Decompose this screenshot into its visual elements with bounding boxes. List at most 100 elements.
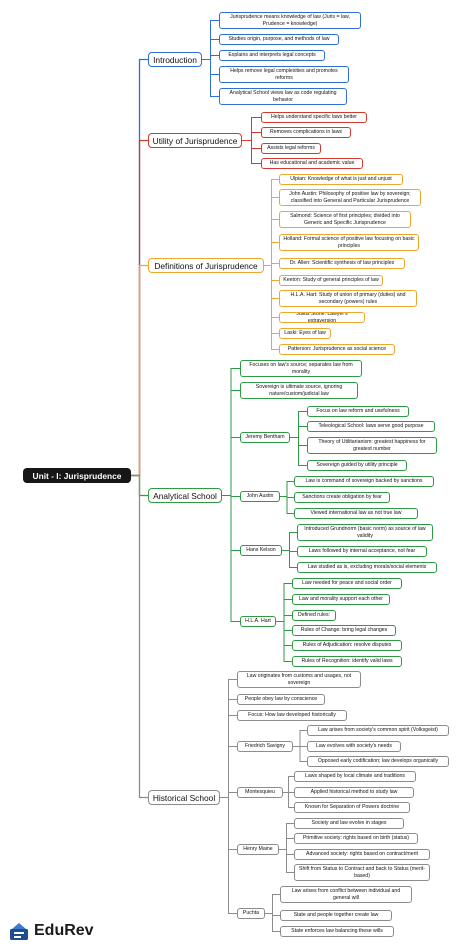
intro-item: Analytical School views law as code regu… — [219, 88, 347, 105]
montesquieu-item: Laws shaped by local climate and traditi… — [294, 771, 416, 782]
connector — [131, 264, 148, 477]
savigny-item: Law arises from society's common spirit … — [307, 725, 449, 736]
connector — [242, 132, 261, 141]
connector — [220, 792, 237, 798]
definition-item: Ulpian: Knowledge of what is just and un… — [279, 174, 403, 185]
bentham-item: Sovereign guided by utility principle — [307, 460, 407, 471]
maine-item: Advanced society: rights based on contra… — [294, 849, 430, 860]
edurev-logo-text: EduRev — [34, 922, 94, 939]
connector — [264, 242, 279, 266]
hart-item: Law and morality support each other — [292, 594, 390, 605]
author-hla-hart: H.L.A. Hart — [240, 616, 276, 627]
edurev-logo-icon — [10, 923, 28, 940]
definition-item: Patterson: Jurisprudence as social scien… — [279, 344, 395, 355]
connector — [202, 55, 219, 60]
connector — [280, 481, 294, 497]
definition-item: Julius Stone: Lawyer's extraversion — [279, 312, 365, 323]
utility-item: Assists legal reforms — [261, 143, 321, 154]
connector — [293, 730, 307, 747]
definition-item: H.L.A. Hart: Study of union of primary (… — [279, 290, 417, 307]
definition-item: Dr. Allen: Scientific synthesis of law p… — [279, 258, 405, 269]
maine-item: Society and law evolve in stages — [294, 818, 404, 829]
connector — [265, 913, 280, 932]
montesquieu-item: Applied historical method to study law — [294, 787, 414, 798]
maine-item: Primitive society: rights based on birth… — [294, 833, 418, 844]
historical-item: Focus: How law developed historically — [237, 710, 347, 721]
connector — [282, 532, 297, 551]
intro-item: Jurisprudence means knowledge of law (Ju… — [219, 12, 361, 29]
author-hans-kelson: Hans Kelson — [240, 545, 282, 556]
montesquieu-item: Known for Separation of Powers doctrine — [294, 802, 410, 813]
definition-item: Salmond: Science of first principles; di… — [279, 211, 411, 228]
connector — [276, 621, 292, 662]
connector — [293, 746, 307, 762]
connector — [276, 615, 292, 622]
kelson-item: Introduced Grundnorm (basic norm) as sou… — [297, 524, 433, 541]
connector — [242, 140, 261, 164]
maine-item: Shift from Status to Contract and back t… — [294, 864, 430, 881]
connector — [220, 746, 237, 798]
intro-item: Explains and interprets legal concepts — [219, 50, 325, 61]
section-utility: Utility of Jurisprudence — [148, 133, 242, 148]
section-introduction: Introduction — [148, 52, 202, 67]
connector — [220, 797, 237, 914]
utility-item: Has educational and academic value — [261, 158, 363, 169]
savigny-item: Law evolves with society's needs — [307, 741, 401, 752]
austin-item: Sanctions create obligation by fear — [294, 492, 390, 503]
definition-item: Keeton: Study of general principles of l… — [279, 275, 383, 286]
connector — [264, 265, 279, 350]
connector — [265, 894, 280, 914]
connector — [280, 496, 294, 514]
connector — [279, 849, 294, 873]
definition-item: John Austin: Philosophy of positive law … — [279, 189, 421, 206]
intro-item: Studies origin, purpose, and methods of … — [219, 34, 339, 45]
puchta-item: State and people together create law — [280, 910, 392, 921]
author-henry-maine: Henry Maine — [237, 844, 279, 855]
bentham-item: Focus on law reform and usefulness — [307, 406, 409, 417]
section-historical: Historical School — [148, 790, 220, 805]
utility-item: Removes complications in laws — [261, 127, 351, 138]
connector — [283, 776, 294, 793]
analytical-item: Focuses on law's source; separates law f… — [240, 360, 362, 377]
author-puchta: Puchta — [237, 908, 265, 919]
kelson-item: Law studied as is, excluding morals/soci… — [297, 562, 437, 573]
hart-item: Rules of Recognition: identify valid law… — [292, 656, 402, 667]
connector — [222, 437, 240, 496]
puchta-item: State enforces law balancing these wills — [280, 926, 394, 937]
connector — [222, 495, 240, 622]
connector — [279, 838, 294, 850]
author-montesquieu: Montesquieu — [237, 787, 283, 798]
austin-item: Viewed international law as not true law — [294, 508, 418, 519]
kelson-item: Laws followed by internal acceptance, no… — [297, 546, 427, 557]
bentham-item: Theory of Utilitarianism: greatest happi… — [307, 437, 437, 454]
intro-item: Helps remove legal complexities and prom… — [219, 66, 349, 83]
analytical-item: Sovereign is ultimate source, ignoring n… — [240, 382, 358, 399]
puchta-item: Law arises from conflict between individ… — [280, 886, 412, 903]
connector — [202, 59, 219, 97]
section-analytical: Analytical School — [148, 488, 222, 503]
author-friedrich-savigny: Friedrich Savigny — [237, 741, 293, 752]
connector — [131, 474, 148, 799]
savigny-item: Opposed early codification; law develops… — [307, 756, 449, 767]
hart-item: Law needed for peace and social order — [292, 578, 402, 589]
root-node: Unit - I: Jurisprudence — [23, 468, 131, 483]
hart-item: Rules of Adjudication: resolve disputes — [292, 640, 402, 651]
bentham-item: Teleological School: laws serve good pur… — [307, 421, 435, 432]
utility-item: Helps understand specific laws better — [261, 112, 367, 123]
austin-item: Law is command of sovereign backed by sa… — [294, 476, 434, 487]
definition-item: Laski: Eyes of law — [279, 328, 331, 339]
edurev-logo: EduRev — [8, 919, 94, 943]
connector — [282, 550, 297, 568]
historical-item: People obey law by conscience — [237, 694, 325, 705]
connector — [290, 426, 307, 438]
connector — [290, 437, 307, 466]
section-definitions: Definitions of Jurisprudence — [148, 258, 264, 273]
definition-item: Holland: Formal science of positive law … — [279, 234, 419, 251]
author-jeremy-bentham: Jeremy Bentham — [240, 432, 290, 443]
hart-item: Rules of Change: bring legal changes — [292, 625, 396, 636]
connector — [283, 792, 294, 808]
hart-item: Defined rules: — [292, 610, 336, 621]
author-john-austin: John Austin — [240, 491, 280, 502]
historical-item: Law originates from customs and usages, … — [237, 671, 361, 688]
